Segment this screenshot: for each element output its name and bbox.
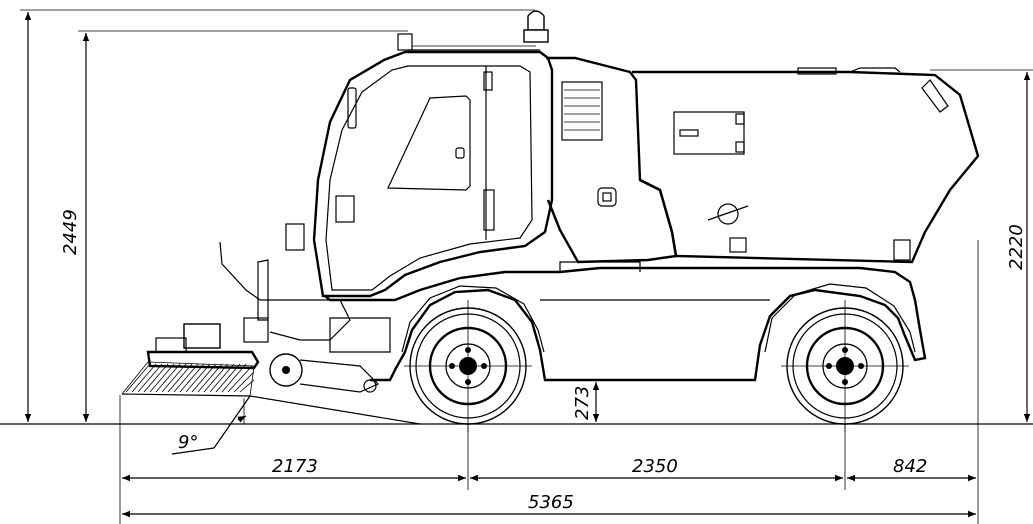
hopper-hatch — [673, 111, 745, 155]
dim-rear-overhang-label: 842 — [893, 456, 927, 477]
dim-overall-length-label: 5365 — [528, 492, 574, 513]
chassis — [324, 266, 927, 382]
rear-wheel — [781, 300, 909, 432]
cab-door — [325, 65, 533, 291]
dim-overall-height-label: 2449 — [60, 209, 81, 255]
vent-grille — [561, 81, 603, 141]
dimension-ground-clearance: 273 — [572, 379, 606, 422]
dim-wheelbase-label: 2350 — [632, 456, 678, 477]
rear-mudguard — [764, 283, 916, 353]
front-brush-assembly — [121, 223, 421, 425]
dim-brush-angle-label: 9° — [178, 432, 198, 453]
front-wheel — [404, 300, 532, 432]
dimension-body-height: 2220 — [930, 69, 1033, 422]
beacon-icon — [527, 10, 545, 31]
dim-front-overhang-label: 2173 — [272, 456, 318, 477]
dimension-overall-height: 2449 — [20, 9, 535, 422]
hopper-lock-icon — [707, 203, 749, 225]
dim-ground-clearance-label: 273 — [572, 386, 593, 420]
engine-panel — [546, 56, 678, 264]
sweeper-vehicle — [121, 10, 980, 432]
front-mudguard — [401, 285, 545, 353]
cab — [312, 50, 554, 298]
hopper — [632, 70, 980, 264]
dim-body-height-label: 2220 — [1006, 224, 1027, 270]
dimension-brush-angle: 9° — [171, 395, 251, 455]
dimension-chain: 2173 2350 842 5365 — [119, 240, 979, 524]
cab-window — [387, 95, 471, 191]
